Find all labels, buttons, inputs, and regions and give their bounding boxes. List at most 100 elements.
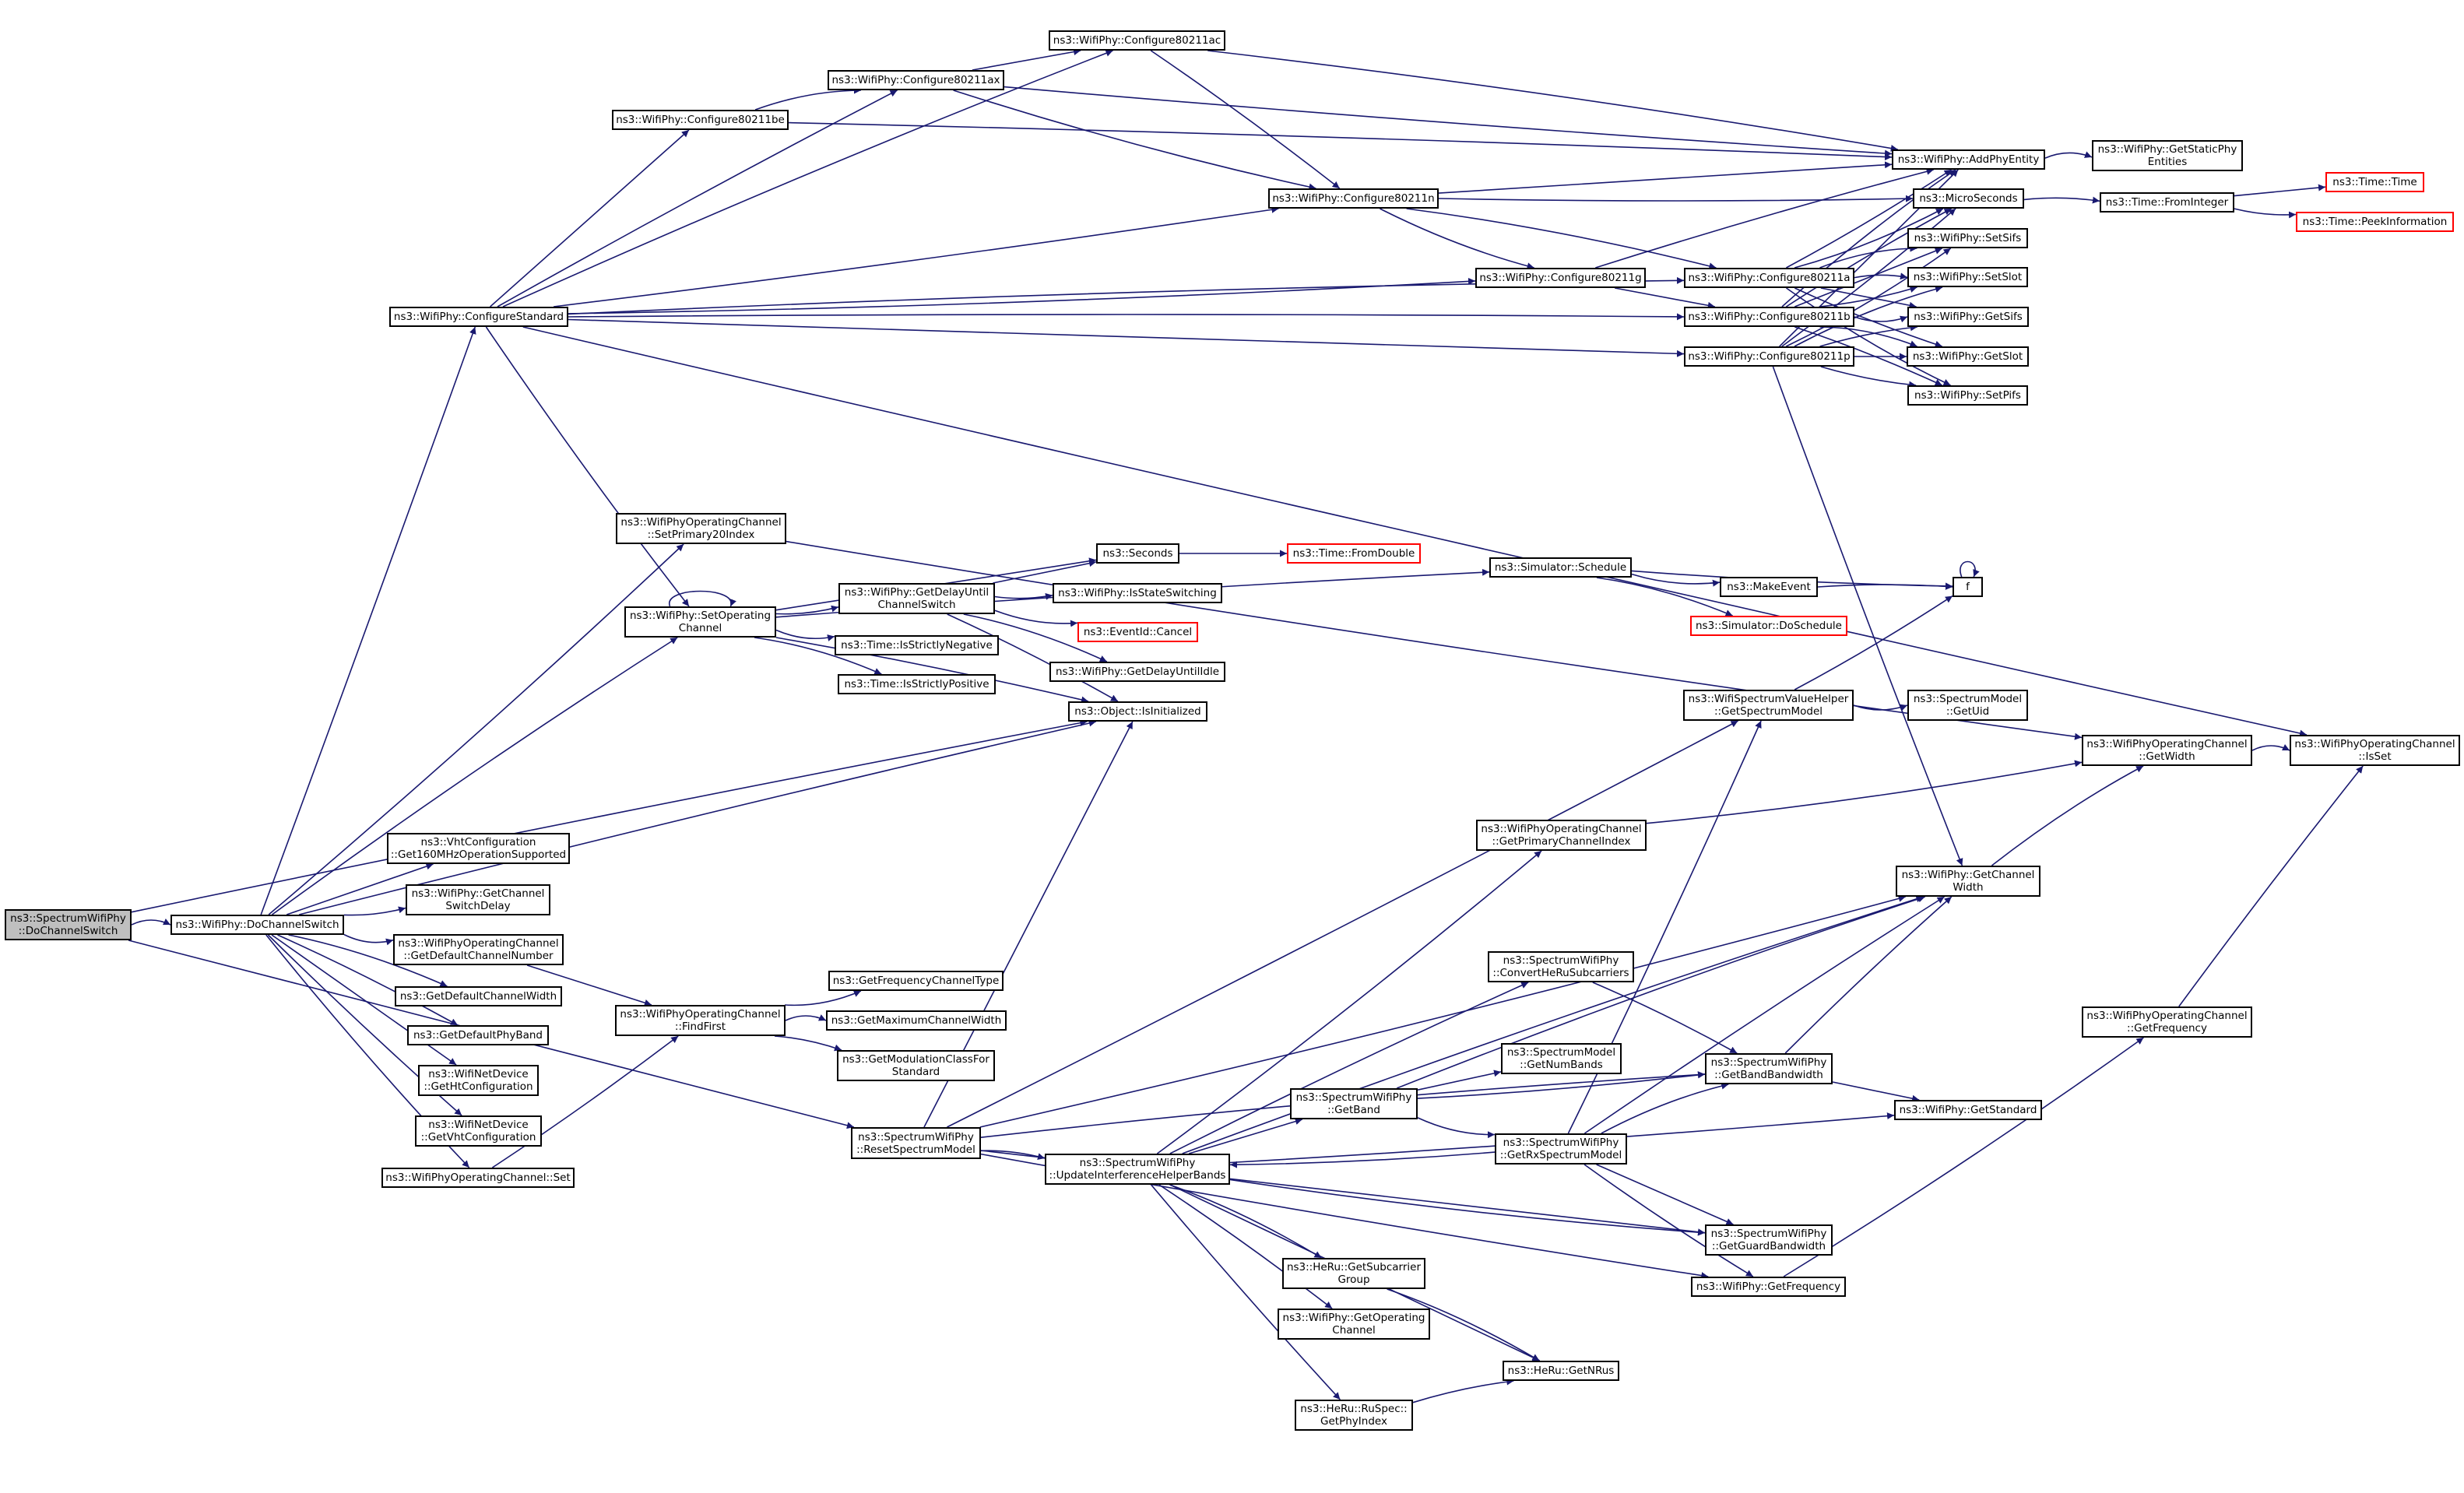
graph-node-do-schedule[interactable]: ns3::Simulator::DoSchedule: [1690, 616, 1847, 636]
graph-node-label: ns3::WifiPhyOperatingChannel::Set: [385, 1172, 571, 1184]
graph-node-from-double[interactable]: ns3::Time::FromDouble: [1287, 543, 1421, 564]
graph-node-is-state-switching[interactable]: ns3::WifiPhy::IsStateSwitching: [1053, 583, 1222, 603]
graph-node-seconds[interactable]: ns3::Seconds: [1096, 543, 1179, 564]
graph-node-is-initialized[interactable]: ns3::Object::IsInitialized: [1068, 701, 1207, 722]
graph-node-cfg80211b[interactable]: ns3::WifiPhy::Configure80211b: [1684, 307, 1854, 327]
graph-node-wifi-phy-get-frequency[interactable]: ns3::WifiPhy::GetFrequency: [1691, 1277, 1846, 1297]
edge-layer: [128, 48, 2364, 1403]
graph-node-set-primary20-index[interactable]: ns3::WifiPhyOperatingChannel ::SetPrimar…: [616, 513, 786, 544]
graph-node-get-static-phy-entities[interactable]: ns3::WifiPhy::GetStaticPhy Entities: [2092, 140, 2243, 171]
graph-node-cfg80211ac[interactable]: ns3::WifiPhy::Configure80211ac: [1049, 30, 1225, 51]
graph-node-convert-he-ru[interactable]: ns3::SpectrumWifiPhy ::ConvertHeRuSubcar…: [1488, 951, 1634, 982]
graph-node-find-first[interactable]: ns3::WifiPhyOperatingChannel ::FindFirst: [615, 1005, 786, 1036]
call-edge-cfg80211ac-to-add-phy-entity: [1207, 50, 1898, 152]
graph-node-op-ch-get-frequency[interactable]: ns3::WifiPhyOperatingChannel ::GetFreque…: [2082, 1006, 2252, 1038]
graph-node-peek-information[interactable]: ns3::Time::PeekInformation: [2296, 212, 2454, 232]
graph-node-op-ch-set[interactable]: ns3::WifiPhyOperatingChannel::Set: [381, 1168, 575, 1188]
graph-node-get-phy-index[interactable]: ns3::HeRu::RuSpec:: GetPhyIndex: [1295, 1400, 1413, 1431]
graph-node-get-primary-channel-index[interactable]: ns3::WifiPhyOperatingChannel ::GetPrimar…: [1476, 820, 1647, 851]
graph-node-label: ns3::WifiPhy::Configure80211g: [1479, 272, 1642, 284]
graph-node-label: ns3::WifiNetDevice ::GetVhtConfiguration: [420, 1119, 536, 1143]
graph-node-label: ns3::WifiPhy::Configure80211ac: [1053, 34, 1221, 47]
graph-node-cfg80211n[interactable]: ns3::WifiPhy::Configure80211n: [1268, 188, 1439, 209]
graph-node-schedule[interactable]: ns3::Simulator::Schedule: [1489, 557, 1632, 578]
call-edge-get-rx-spectrum-model-to-wifi-phy-get-frequency: [1583, 1164, 1754, 1277]
graph-node-label: ns3::WifiPhy::GetSlot: [1912, 350, 2023, 363]
graph-node-get-rx-spectrum-model[interactable]: ns3::SpectrumWifiPhy ::GetRxSpectrumMode…: [1495, 1133, 1627, 1165]
graph-node-get-subcarrier-group[interactable]: ns3::HeRu::GetSubcarrier Group: [1282, 1258, 1425, 1289]
graph-node-get-guard-bandwidth[interactable]: ns3::SpectrumWifiPhy ::GetGuardBandwidth: [1705, 1224, 1833, 1256]
graph-node-get-band[interactable]: ns3::SpectrumWifiPhy ::GetBand: [1290, 1088, 1418, 1119]
graph-node-set-sifs[interactable]: ns3::WifiPhy::SetSifs: [1907, 228, 2028, 248]
graph-node-micro-seconds[interactable]: ns3::MicroSeconds: [1913, 188, 2024, 209]
graph-node-get-sifs[interactable]: ns3::WifiPhy::GetSifs: [1907, 307, 2029, 327]
graph-node-reset-spectrum-model[interactable]: ns3::SpectrumWifiPhy ::ResetSpectrumMode…: [851, 1127, 981, 1159]
graph-node-time-time[interactable]: ns3::Time::Time: [2325, 172, 2424, 192]
call-edge-wifi-spectrum-value-helper-to-spectrum-model-get-uid: [1853, 704, 1908, 711]
graph-node-get-vht-configuration[interactable]: ns3::WifiNetDevice ::GetVhtConfiguration: [415, 1115, 542, 1147]
graph-node-get-default-channel-width[interactable]: ns3::GetDefaultChannelWidth: [395, 986, 562, 1006]
call-edge-do-channel-switch-to-vht-get160: [286, 862, 434, 915]
call-edge-update-interference-to-get-primary-channel-index: [1156, 850, 1542, 1154]
graph-node-cfg80211a[interactable]: ns3::WifiPhy::Configure80211a: [1684, 268, 1854, 288]
graph-node-label: ns3::VhtConfiguration ::Get160MHzOperati…: [390, 836, 567, 861]
graph-node-get-channel-width[interactable]: ns3::WifiPhy::GetChannel Width: [1896, 866, 2040, 897]
graph-node-op-ch-get-width[interactable]: ns3::WifiPhyOperatingChannel ::GetWidth: [2082, 735, 2252, 766]
call-edge-do-channel-switch-to-get-default-channel-width: [288, 934, 448, 987]
graph-node-label: ns3::WifiPhy::GetDelayUntil ChannelSwitc…: [844, 586, 989, 611]
graph-node-vht-get160[interactable]: ns3::VhtConfiguration ::Get160MHzOperati…: [387, 833, 570, 864]
graph-node-is-strictly-negative[interactable]: ns3::Time::IsStrictlyNegative: [835, 635, 999, 655]
graph-node-cfg80211g[interactable]: ns3::WifiPhy::Configure80211g: [1475, 268, 1646, 288]
call-edge-get-band-bandwidth-to-get-channel-width: [1784, 896, 1953, 1054]
graph-node-get-standard[interactable]: ns3::WifiPhy::GetStandard: [1894, 1100, 2042, 1120]
call-edge-configure-standard-to-cfg80211p: [568, 318, 1685, 357]
graph-node-get-operating-channel[interactable]: ns3::WifiPhy::GetOperating Channel: [1278, 1309, 1430, 1340]
graph-node-get-default-phy-band[interactable]: ns3::GetDefaultPhyBand: [407, 1025, 549, 1045]
graph-node-get-band-bandwidth[interactable]: ns3::SpectrumWifiPhy ::GetBandBandwidth: [1705, 1053, 1833, 1084]
graph-node-label: ns3::WifiPhy::SetOperating Channel: [629, 609, 772, 634]
graph-node-label: ns3::GetDefaultChannelWidth: [399, 990, 557, 1003]
call-edge-get-delay-until-channel-switch-to-seconds: [993, 560, 1097, 584]
graph-node-get-slot[interactable]: ns3::WifiPhy::GetSlot: [1907, 346, 2029, 367]
graph-node-add-phy-entity[interactable]: ns3::WifiPhy::AddPhyEntity: [1892, 149, 2045, 170]
call-edge-cfg80211ax-to-cfg80211n: [953, 90, 1316, 191]
graph-node-make-event[interactable]: ns3::MakeEvent: [1720, 577, 1818, 597]
graph-node-get-default-channel-number[interactable]: ns3::WifiPhyOperatingChannel ::GetDefaul…: [393, 934, 564, 965]
graph-node-label: ns3::GetModulationClassFor Standard: [842, 1053, 989, 1078]
graph-node-set-pifs[interactable]: ns3::WifiPhy::SetPifs: [1907, 385, 2028, 406]
graph-node-configure-standard[interactable]: ns3::WifiPhy::ConfigureStandard: [389, 307, 568, 327]
graph-node-from-integer[interactable]: ns3::Time::FromInteger: [2100, 192, 2234, 213]
call-edge-cfg80211b-to-set-slot: [1819, 286, 1917, 307]
graph-node-f[interactable]: f: [1953, 577, 1983, 597]
call-edge-configure-standard-to-set-operating-channel: [485, 326, 690, 607]
call-edge-cfg80211ax-to-cfg80211ac: [972, 48, 1081, 71]
graph-node-label: ns3::WifiPhy::GetOperating Channel: [1282, 1312, 1425, 1337]
graph-node-op-ch-is-set[interactable]: ns3::WifiPhyOperatingChannel ::IsSet: [2290, 735, 2460, 766]
graph-node-label: ns3::Simulator::Schedule: [1494, 561, 1627, 574]
graph-node-set-operating-channel[interactable]: ns3::WifiPhy::SetOperating Channel: [624, 606, 776, 638]
graph-node-get-nrus[interactable]: ns3::HeRu::GetNRus: [1503, 1361, 1619, 1381]
graph-node-do-channel-switch[interactable]: ns3::WifiPhy::DoChannelSwitch: [170, 915, 344, 935]
call-edge-cfg80211n-to-add-phy-entity: [1438, 161, 1893, 194]
graph-node-set-slot[interactable]: ns3::WifiPhy::SetSlot: [1907, 267, 2028, 287]
call-edge-get-primary-channel-index-to-op-ch-get-width: [1646, 760, 2083, 824]
graph-node-spectrum-model-get-uid[interactable]: ns3::SpectrumModel ::GetUid: [1907, 690, 2028, 721]
call-edge-op-ch-get-frequency-to-op-ch-is-set: [2178, 765, 2364, 1007]
graph-node-is-strictly-positive[interactable]: ns3::Time::IsStrictlyPositive: [838, 674, 996, 694]
call-edge-get-band-bandwidth-to-get-standard: [1832, 1081, 1920, 1102]
graph-node-get-maximum-channel-width[interactable]: ns3::GetMaximumChannelWidth: [826, 1010, 1007, 1031]
graph-node-get-delay-until-channel-switch[interactable]: ns3::WifiPhy::GetDelayUntil ChannelSwitc…: [838, 583, 995, 614]
graph-node-cfg80211p[interactable]: ns3::WifiPhy::Configure80211p: [1684, 346, 1854, 367]
graph-node-get-ht-configuration[interactable]: ns3::WifiNetDevice ::GetHtConfiguration: [418, 1065, 539, 1096]
graph-node-cfg80211be[interactable]: ns3::WifiPhy::Configure80211be: [612, 110, 789, 130]
graph-node-get-channel-switch-delay[interactable]: ns3::WifiPhy::GetChannel SwitchDelay: [406, 884, 550, 915]
graph-node-cfg80211ax[interactable]: ns3::WifiPhy::Configure80211ax: [828, 70, 1004, 90]
graph-node-wifi-spectrum-value-helper[interactable]: ns3::WifiSpectrumValueHelper ::GetSpectr…: [1683, 690, 1854, 721]
graph-node-get-modulation-class[interactable]: ns3::GetModulationClassFor Standard: [837, 1050, 995, 1081]
graph-node-get-num-bands[interactable]: ns3::SpectrumModel ::GetNumBands: [1501, 1043, 1622, 1074]
graph-node-event-cancel[interactable]: ns3::EventId::Cancel: [1077, 622, 1198, 642]
graph-node-label: ns3::HeRu::RuSpec:: GetPhyIndex: [1300, 1403, 1408, 1428]
graph-node-update-interference[interactable]: ns3::SpectrumWifiPhy ::UpdateInterferenc…: [1045, 1154, 1230, 1185]
graph-node-get-delay-until-idle[interactable]: ns3::WifiPhy::GetDelayUntilIdle: [1049, 662, 1225, 682]
graph-node-get-frequency-channel-type[interactable]: ns3::GetFrequencyChannelType: [828, 971, 1004, 991]
